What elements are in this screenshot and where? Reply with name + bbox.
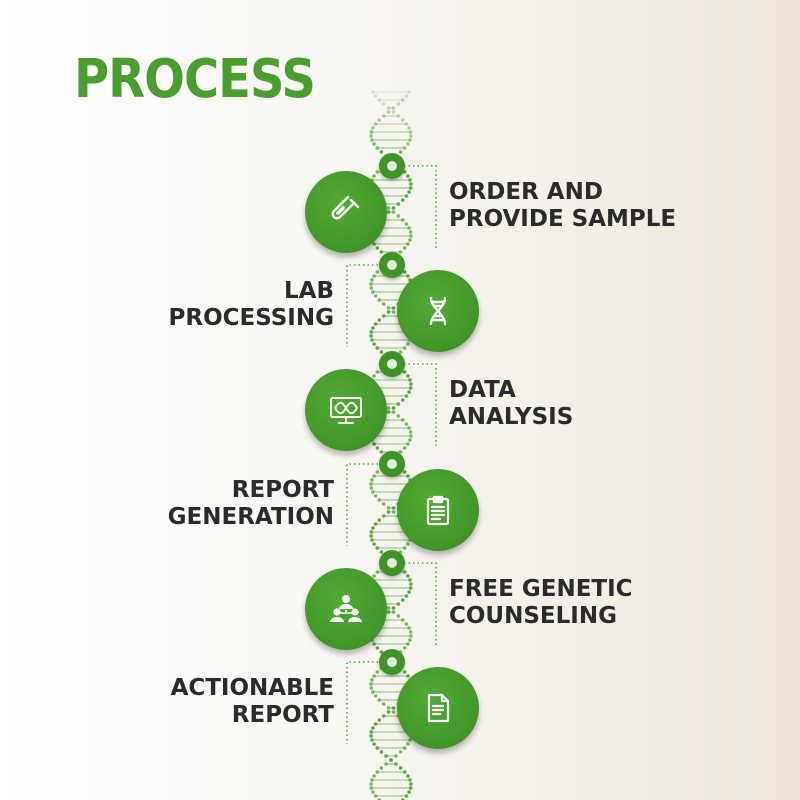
step-label-actionable-report: ACTIONABLE REPORT <box>170 675 334 728</box>
step-circle-order-sample <box>305 171 387 253</box>
step-label-lab-processing: LAB PROCESSING <box>168 278 335 331</box>
step-circle-lab-processing <box>397 270 479 352</box>
clipboard-report-icon <box>426 495 450 526</box>
step-connector-knob <box>379 252 405 278</box>
step-label-order-sample: ORDER AND PROVIDE SAMPLE <box>449 179 677 232</box>
step-circle-report-generation <box>397 469 479 551</box>
people-counseling-icon <box>330 595 362 622</box>
step-circle-genetic-counseling <box>305 568 387 650</box>
step-label-genetic-counseling: FREE GENETIC COUNSELING <box>449 576 633 629</box>
step-connector-knob <box>379 649 405 675</box>
page-title: PROCESS <box>74 47 316 111</box>
step-connector-knob <box>379 351 405 377</box>
step-connector-knob <box>379 451 405 477</box>
step-circle-data-analysis <box>305 369 387 451</box>
step-connector-knob <box>379 550 405 576</box>
monitor-dna-icon <box>330 397 362 424</box>
step-circle-actionable-report <box>397 667 479 749</box>
document-report-icon <box>427 693 450 723</box>
test-tube-icon <box>331 195 360 220</box>
dna-icon <box>429 296 447 326</box>
step-label-data-analysis: DATA ANALYSIS <box>449 377 574 430</box>
step-connector-knob <box>379 153 405 179</box>
step-label-report-generation: REPORT GENERATION <box>167 477 334 530</box>
